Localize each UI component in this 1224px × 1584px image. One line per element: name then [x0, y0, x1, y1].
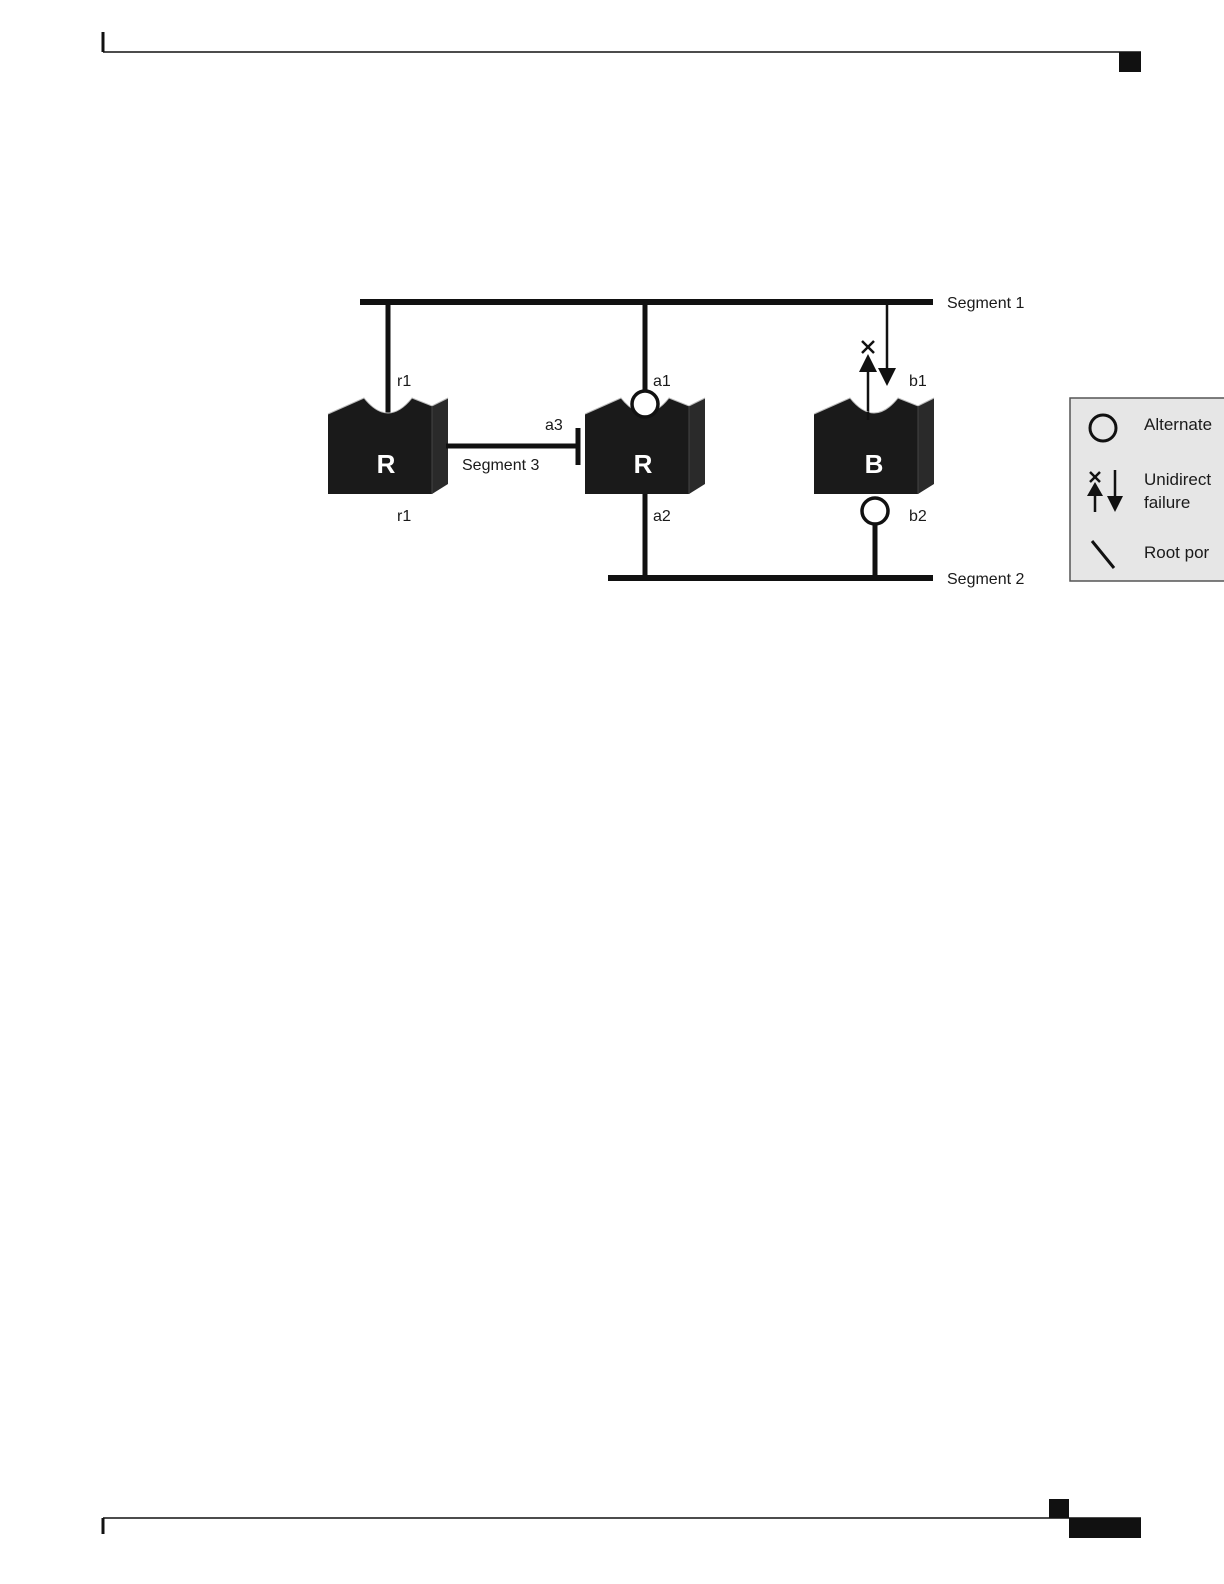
- segment-3-link: Segment 3: [446, 428, 578, 474]
- switch-b: B: [814, 398, 934, 494]
- segment-3-label: Segment 3: [462, 457, 539, 474]
- port-label-r1-top: r1: [397, 373, 411, 390]
- legend-box: Alternate Unidirect failure Root por: [1070, 398, 1224, 581]
- port-label-b1: b1: [909, 373, 927, 390]
- legend-item-alternate: Alternate: [1144, 415, 1212, 434]
- segment-1-bus: Segment 1: [360, 295, 1024, 312]
- alternate-port-a1-circle: [632, 391, 658, 417]
- segment-2-label: Segment 2: [947, 571, 1024, 588]
- switch-b-letter: B: [865, 449, 884, 479]
- legend-item-root-port: Root por: [1144, 543, 1210, 562]
- port-label-r1-bottom: r1: [397, 508, 411, 525]
- page-footer-rule: [103, 1499, 1141, 1538]
- port-label-a2: a2: [653, 508, 671, 525]
- switch-r-left-letter: R: [377, 449, 396, 479]
- x-mark-icon: [862, 341, 874, 353]
- legend-item-failure: failure: [1144, 493, 1190, 512]
- port-label-a3: a3: [545, 417, 563, 434]
- legend-item-unidirectional: Unidirect: [1144, 470, 1211, 489]
- switch-r-middle-letter: R: [634, 449, 653, 479]
- port-label-b2: b2: [909, 508, 927, 525]
- port-label-a1: a1: [653, 373, 671, 390]
- segment-1-label: Segment 1: [947, 295, 1024, 312]
- alternate-port-b2-circle: [862, 498, 888, 524]
- page-header-rule: [103, 32, 1141, 72]
- unidirectional-failure-arrows: [859, 302, 896, 412]
- segment-2-bus: Segment 2: [608, 571, 1024, 588]
